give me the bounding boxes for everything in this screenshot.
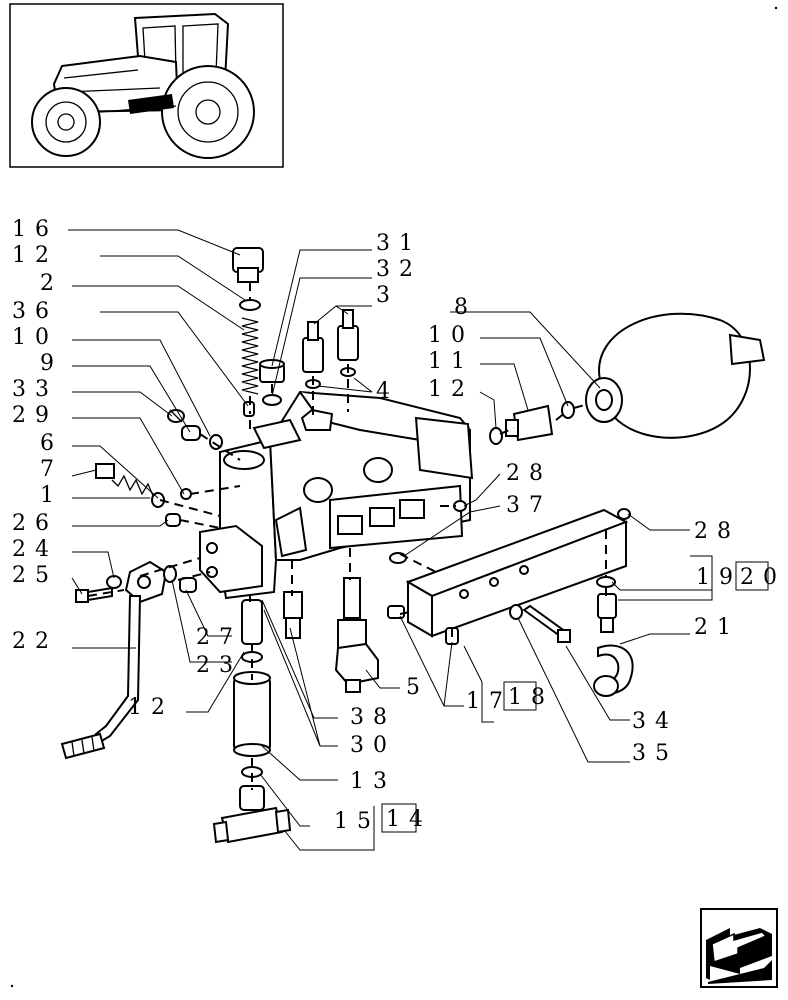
label-20: 20 [740,565,786,590]
plug [453,500,467,512]
dot-mark [774,6,778,10]
plug [179,577,197,593]
label-14: 14 [386,807,432,832]
temperature-sensor [597,593,617,633]
label-26: 26 [12,511,58,536]
label-3: 3 [376,283,399,308]
label-30: 30 [350,733,396,758]
spacer [241,599,263,645]
pipe-fitting [593,644,634,697]
label-13: 13 [350,769,396,794]
label-23: 23 [196,653,242,678]
label-34: 34 [632,709,678,734]
label-25: 25 [12,563,58,588]
o-ring [489,427,503,445]
label-8: 8 [454,295,477,320]
bracket [95,463,115,479]
tractor-thumbnail [9,3,284,168]
dot-mark [10,984,14,988]
leader-lines [68,229,713,851]
o-ring [151,492,165,508]
label-4: 4 [376,379,399,404]
label-6: 6 [40,431,63,456]
assembly-lines [87,282,607,790]
o-ring [561,401,575,419]
label-10: 10 [428,323,474,348]
label-7: 7 [40,457,63,482]
plug [165,513,181,527]
label-15: 15 [334,809,380,834]
label-29: 29 [12,403,58,428]
solenoid-valve [334,577,379,693]
label-11: 11 [428,349,474,374]
label-32: 32 [376,257,422,282]
label-38: 38 [350,705,396,730]
pressure-switch [505,404,554,442]
o-ring [509,604,523,620]
manifold-block [405,508,629,638]
accumulator [585,312,766,439]
label-12: 12 [12,243,58,268]
label-5: 5 [406,675,429,700]
label-21: 21 [694,615,740,640]
spring [111,474,155,499]
bushing [181,425,201,441]
label-24: 24 [12,537,58,562]
label-27: 27 [196,625,242,650]
label-37: 37 [506,493,552,518]
plug [387,605,405,619]
label-12: 12 [128,695,174,720]
valve-body [199,390,474,600]
label-18: 18 [508,685,554,710]
tee-fitting [212,785,292,844]
label-28: 28 [694,519,740,544]
filter-housing [233,671,271,757]
label-10: 10 [12,325,58,350]
next-page-button[interactable] [700,908,778,988]
spring [241,317,259,395]
label-9: 9 [40,351,63,376]
o-ring [389,552,407,564]
o-ring [239,299,261,311]
plug [617,508,631,520]
label-35: 35 [632,741,678,766]
label-12: 12 [428,377,474,402]
part-labels: 16 12 2 36 10 9 33 29 6 7 1 26 24 25 22 … [12,217,786,834]
label-17: 17 [466,689,512,714]
label-1: 1 [40,483,63,508]
label-22: 22 [12,629,58,654]
sensor [302,309,359,373]
plug [259,359,285,383]
label-2: 2 [40,271,63,296]
valve-cartridge [283,591,303,639]
label-14-box [381,803,417,833]
label-18-box [503,681,537,711]
label-20-box [735,561,769,591]
label-36: 36 [12,299,58,324]
bolt [75,586,113,603]
o-ring [262,394,282,406]
fitting [167,409,185,423]
label-28: 28 [506,461,552,486]
label-31: 31 [376,231,422,256]
valve-cap [232,247,264,283]
bolt-head [557,629,571,643]
label-19: 19 [696,565,742,590]
label-16: 16 [12,217,58,242]
o-ring [163,565,177,583]
label-33: 33 [12,377,58,402]
next-page-arrow-icon [700,908,778,988]
